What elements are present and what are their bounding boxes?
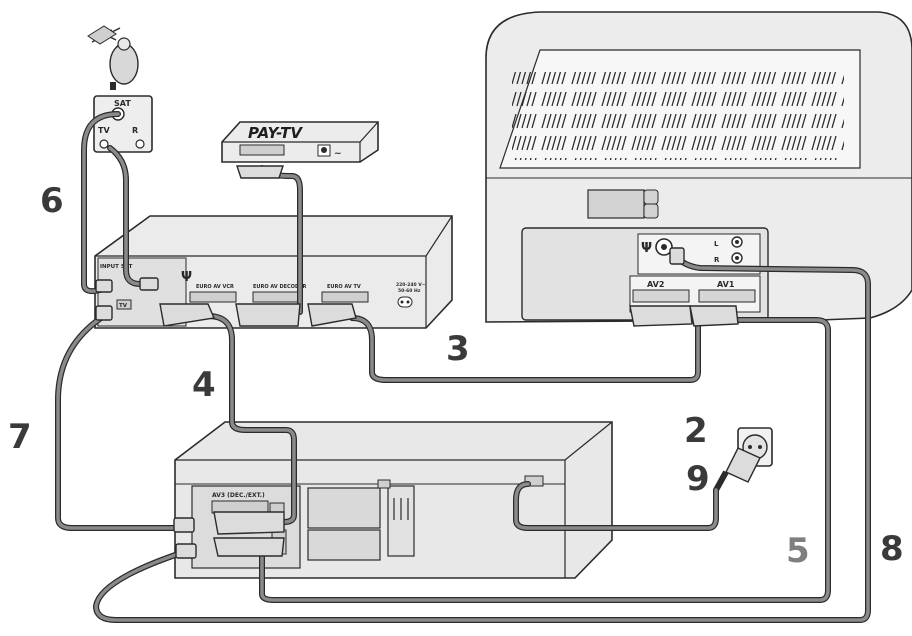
tv-label-av2: AV2 <box>647 280 664 289</box>
callout-5: 5 <box>786 531 810 571</box>
lnb-label-r: R <box>132 126 138 135</box>
callout-9: 9 <box>686 459 710 499</box>
lnb-box: SAT TV R <box>93 95 153 153</box>
power-plug-icon <box>713 447 761 492</box>
receiver-label-power: 220-240 V~ <box>396 282 426 288</box>
callout-8: 8 <box>880 529 904 569</box>
decoder-label-pay-tv: PAY-TV <box>248 124 303 142</box>
receiver-antenna-icon: Ψ <box>181 270 192 285</box>
svg-text:~: ~ <box>334 149 342 159</box>
callout-7: 7 <box>8 417 32 457</box>
pay-tv-decoder: PAY-TV ~ <box>221 121 379 163</box>
tv-scart-av1 <box>698 289 756 303</box>
receiver-label-euro-av-decoder: EURO AV DECODER <box>253 284 307 290</box>
tv-scart-av2 <box>632 289 690 303</box>
vcr-label-av3: AV3 (DEC./EXT.) <box>212 492 265 499</box>
tv-label-r: R <box>714 256 720 264</box>
scart-connector-icon <box>159 165 739 557</box>
callout-4: 4 <box>192 365 216 405</box>
callout-6: 6 <box>40 181 64 221</box>
receiver-scart-decoder <box>252 291 300 303</box>
lnb-label-tv: TV <box>98 126 110 135</box>
satellite-dish-icon <box>87 25 139 90</box>
tv-label-av1: AV1 <box>717 280 735 289</box>
receiver-label-euro-av-vcr: EURO AV VCR <box>196 284 234 290</box>
television: Ψ L R AV2 AV1 <box>485 11 912 323</box>
receiver-label-freq: 50-60 Hz <box>398 288 421 294</box>
coax-plug-icon <box>95 247 685 559</box>
tv-label-l: L <box>714 240 719 248</box>
tv-antenna-icon: Ψ <box>641 241 652 256</box>
callout-2: 2 <box>684 411 708 451</box>
receiver-label-input-sat: INPUT SAT <box>100 264 133 270</box>
receiver-scart-tv <box>321 291 369 303</box>
callout-3: 3 <box>446 329 470 369</box>
receiver-scart-vcr <box>189 291 237 303</box>
cables <box>55 111 871 623</box>
vcr-scart-av3 <box>211 500 269 514</box>
receiver-label-euro-av-tv: EURO AV TV <box>327 284 361 290</box>
receiver-label-tv: TV <box>119 303 128 309</box>
lnb-label-sat: SAT <box>114 99 131 108</box>
tv-vent-grille <box>512 72 844 160</box>
decoder-scart <box>239 144 285 156</box>
